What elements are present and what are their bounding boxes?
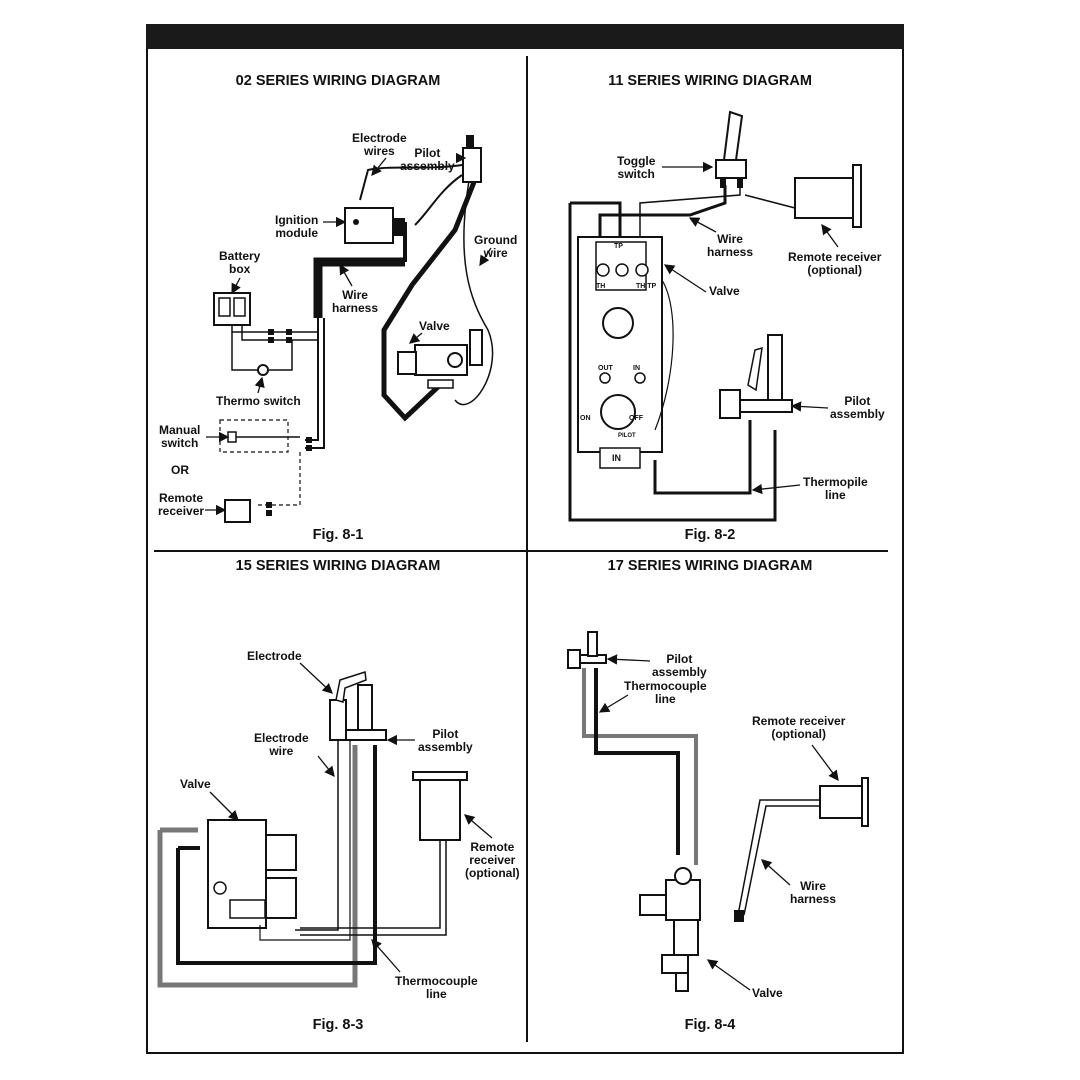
panel-02-figure-caption: Fig. 8-1	[312, 527, 364, 543]
terminal-tp-label: TP	[614, 243, 623, 250]
label-remote-receiver: Remote receiver(optional)	[788, 250, 882, 277]
terminal-thtp-label: TH TP	[636, 283, 657, 290]
label-valve: Valve	[180, 777, 211, 791]
valve-on-label: ON	[580, 415, 591, 422]
panel-15-title: 15 SERIES WIRING DIAGRAM	[235, 558, 441, 574]
label-thermo-switch: Thermo switch	[216, 394, 301, 408]
panel-02-title: 02 SERIES WIRING DIAGRAM	[235, 73, 441, 89]
valve-pilot-label: PILOT	[618, 433, 636, 439]
panel-17-title: 17 SERIES WIRING DIAGRAM	[607, 558, 813, 574]
header-bar	[146, 24, 904, 49]
label-valve: Valve	[419, 319, 450, 333]
terminal-th-label: TH	[596, 283, 606, 290]
label-or: OR	[171, 463, 189, 477]
panel-15-figure-caption: Fig. 8-3	[312, 1017, 364, 1033]
valve-in-label: IN	[612, 453, 621, 463]
label-electrode: Electrode	[247, 649, 302, 663]
panel-11-title: 11 SERIES WIRING DIAGRAM	[608, 73, 812, 89]
panel-17-figure-caption: Fig. 8-4	[684, 1017, 736, 1033]
label-remote-receiver: Remote receiver(optional)	[752, 714, 846, 741]
panel-11-figure-caption: Fig. 8-2	[684, 527, 736, 543]
label-valve: Valve	[709, 284, 740, 298]
valve-in2-label: IN	[633, 365, 640, 372]
valve-off-label: OFF	[629, 415, 643, 422]
label-valve: Valve	[752, 986, 783, 1000]
valve-out-label: OUT	[598, 365, 613, 372]
